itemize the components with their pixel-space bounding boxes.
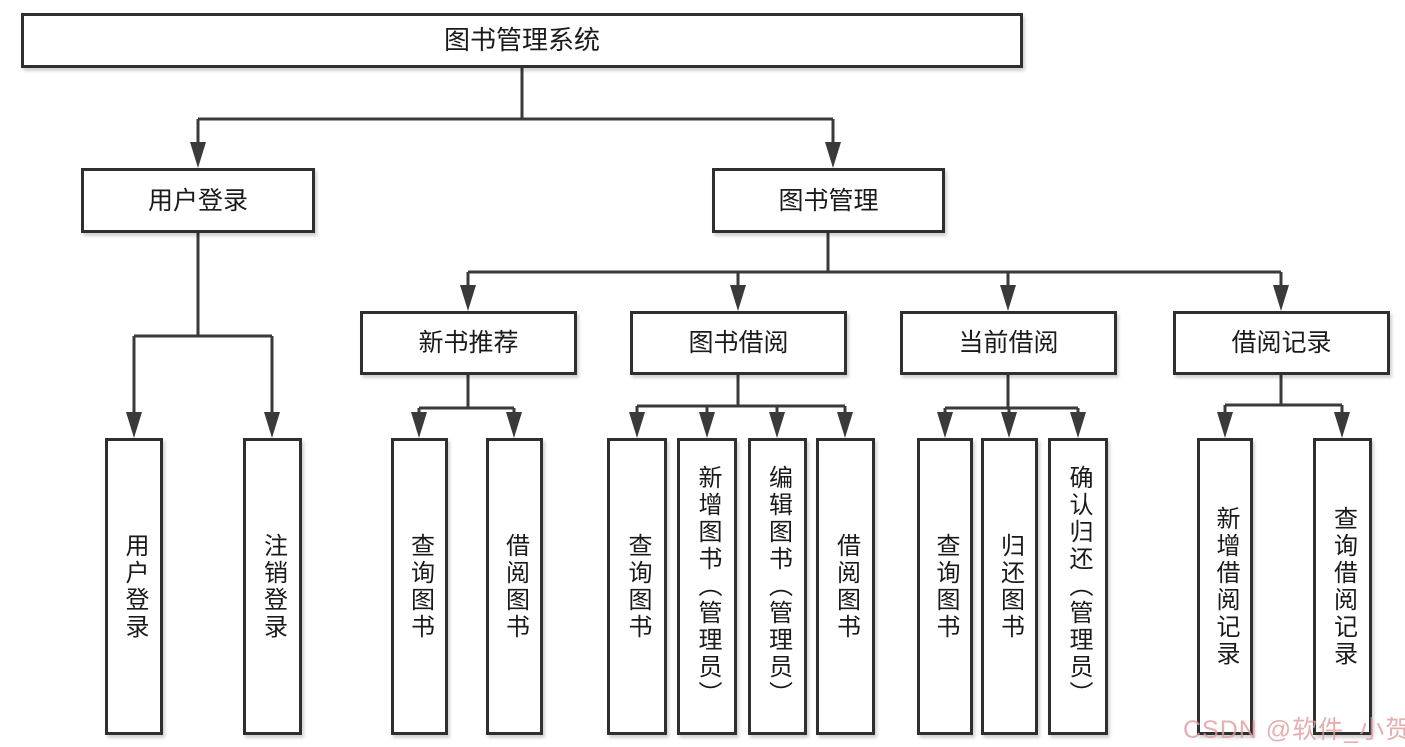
node-new-book-recommend: 新书推荐 bbox=[360, 311, 577, 375]
leaf-query-borrow-record: 查询借阅记录 bbox=[1313, 438, 1372, 735]
node-user-login: 用户登录 bbox=[81, 168, 315, 233]
leaf-add-borrow-record: 新增借阅记录 bbox=[1197, 438, 1253, 735]
leaf-logout: 注销登录 bbox=[243, 438, 302, 735]
leaf-confirm-return-admin: 确认归还（管理员） bbox=[1048, 438, 1108, 735]
leaf-query-books-current: 查询图书 bbox=[917, 438, 973, 735]
leaf-query-books-recommend: 查询图书 bbox=[391, 438, 448, 735]
node-book-management: 图书管理 bbox=[712, 168, 945, 233]
leaf-borrow-books: 借阅图书 bbox=[816, 438, 875, 735]
node-book-borrow: 图书借阅 bbox=[630, 311, 847, 375]
node-library-system: 图书管理系统 bbox=[21, 13, 1023, 68]
leaf-return-books: 归还图书 bbox=[981, 438, 1038, 735]
node-borrow-records: 借阅记录 bbox=[1173, 311, 1390, 375]
node-current-borrow: 当前借阅 bbox=[900, 311, 1117, 375]
leaf-add-books-admin: 新增图书（管理员） bbox=[677, 438, 737, 735]
leaf-borrow-books-recommend: 借阅图书 bbox=[486, 438, 543, 735]
csdn-watermark: CSDN @软件_小贺同学 bbox=[1183, 716, 1405, 744]
leaf-edit-books-admin: 编辑图书（管理员） bbox=[748, 438, 807, 735]
leaf-user-login: 用户登录 bbox=[105, 438, 163, 735]
leaf-query-books-borrow: 查询图书 bbox=[607, 438, 667, 735]
